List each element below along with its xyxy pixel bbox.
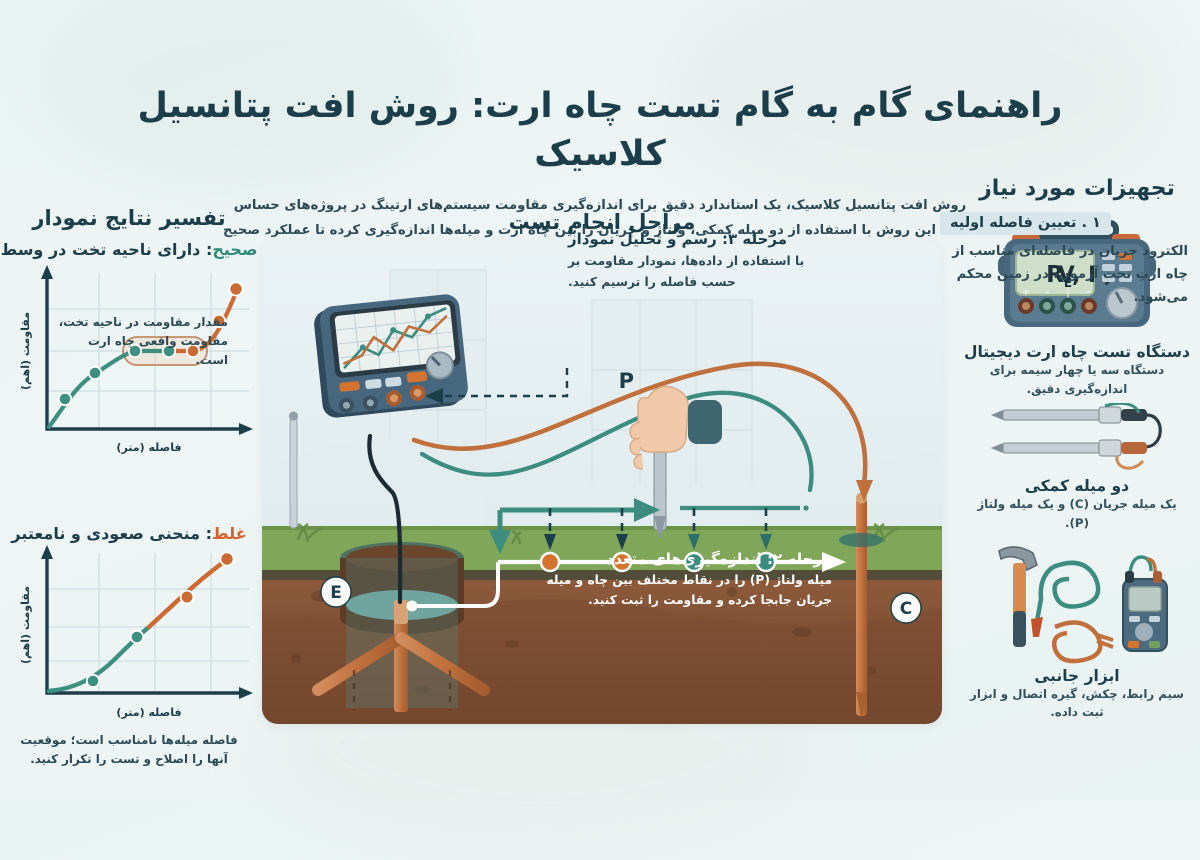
page-title: راهنمای گام به گام تست چاه ارت: روش افت …	[137, 86, 1063, 175]
header: راهنمای گام به گام تست چاه ارت: روش افت …	[0, 82, 1200, 270]
step-2-callout: مرحله ۲: اندازه‌گیری‌های متعدد میله ولتا…	[532, 550, 833, 611]
equipment-item-name: ابزار جانبی	[1034, 666, 1120, 685]
marker-E: E	[330, 583, 342, 603]
background-blob	[40, 0, 460, 190]
page-subtitle: روش افت پتانسیل کلاسیک، یک استاندارد دقی…	[222, 197, 977, 264]
correct-keyword: صحیح	[212, 240, 258, 259]
background-blob	[660, 0, 1180, 220]
wrong-rest: : منحنی صعودی و نامعتبر	[11, 523, 213, 543]
wrong-chart-caption: فاصله میله‌ها نامناسب است؛ موقعیت آنها ر…	[20, 732, 238, 766]
equipment-item-desc: سیم رابط، چکش، گیره اتصال و ابزار ثبت دا…	[970, 686, 1184, 720]
svg-text:–: –	[1045, 287, 1050, 298]
procedure-title: مراحل انجام تست	[508, 210, 696, 234]
equipment-item-rods: دو میله کمکی یک میله جریان (C) و یک میله…	[954, 402, 1200, 533]
svg-text:|: |	[1066, 287, 1070, 298]
equipment-item-name: دو میله کمکی	[1024, 476, 1130, 495]
wrong-curve-chart: فاصله (متر) مقاومت (اهم)	[19, 544, 253, 719]
equipment-item-desc: دستگاه سه یا چهار سیمه برای اندازه‌گیری …	[989, 363, 1165, 396]
correct-curve-chart: فاصله (متر) مقاومت (اهم)	[19, 265, 253, 454]
test-scene-illustration: E C	[262, 240, 942, 724]
step-1-title: ۱ . تعیین فاصله اولیه	[940, 212, 1111, 235]
step-3-title: مرحله ۳: رسم و تحلیل نمودار	[568, 230, 788, 248]
equipment-item-accessories: ابزار جانبی سیم رابط، چکش، گیره اتصال و …	[954, 537, 1200, 723]
measurement-arrows	[406, 498, 846, 612]
procedure-panel: مراحل انجام تست ۱ . تعیین فاصله اولیه ال…	[262, 210, 1188, 724]
correct-ylabel: مقاومت (اهم)	[19, 312, 32, 390]
svg-text:R: R	[1046, 262, 1064, 288]
wrong-xlabel: فاصله (متر)	[116, 706, 181, 719]
step-1-callout: ۱ . تعیین فاصله اولیه الکترود جریان در ف…	[940, 212, 1188, 309]
two-auxiliary-rods-icon	[991, 402, 1162, 470]
step-3-pointer-icon	[425, 368, 569, 404]
equipment-title: تجهیزات مورد نیاز	[979, 176, 1175, 201]
step-2-title: مرحله ۲: اندازه‌گیری‌های متعدد	[606, 550, 833, 568]
svg-text:⌁: ⌁	[1086, 287, 1092, 298]
equipment-item-name: دستگاه تست چاه ارت دیجیتال	[964, 343, 1190, 361]
correct-chart-annotation: مقدار مقاومت در ناحیه تخت، مقاومت واقعی …	[58, 315, 228, 367]
correct-xlabel: فاصله (متر)	[116, 441, 181, 454]
step-2-body: میله ولتاژ (P) را در نقاط مختلف بین چاه …	[546, 573, 833, 607]
hand-holding-probe: P	[619, 369, 722, 540]
field-tester-device	[314, 294, 468, 418]
accessory-tools-icon	[998, 545, 1168, 663]
svg-text:E: E	[1064, 276, 1072, 290]
correct-rest: : دارای ناحیه تخت در وسط	[0, 240, 213, 259]
step-3-body: با استفاده از داده‌ها، نمودار مقاومت بر …	[568, 254, 805, 290]
equipment-item-tester: R E , V, I +–|⌁	[954, 209, 1200, 399]
charts-title: تفسیر نتایج نمودار	[32, 206, 226, 230]
step-3-callout: مرحله ۳: رسم و تحلیل نمودار با استفاده ا…	[568, 230, 822, 293]
wrong-chart-heading: غلط: منحنی صعودی و نامعتبر	[0, 524, 258, 543]
equipment-sidebar: تجهیزات مورد نیاز R E , V, I	[954, 176, 1200, 722]
marker-P: P	[619, 369, 634, 393]
wrong-ylabel: مقاومت (اهم)	[19, 586, 32, 664]
infographic-page: راهنمای گام به گام تست چاه ارت: روش افت …	[0, 0, 1200, 768]
step-1-body: الکترود جریان در فاصله‌ای مناسب از چاه ا…	[952, 244, 1188, 306]
marker-C: C	[900, 599, 912, 619]
svg-text:+: +	[1022, 287, 1030, 298]
earth-tester-device-icon: R E , V, I +–|⌁	[998, 220, 1156, 327]
chart-interpretation-panel: تفسیر نتایج نمودار صحیح: دارای ناحیه تخت…	[0, 206, 258, 768]
equipment-item-desc: یک میله جریان (C) و یک میله ولتاژ (P).	[977, 496, 1177, 530]
correct-chart-heading: صحیح: دارای ناحیه تخت در وسط	[0, 240, 258, 259]
scene-svg: E C	[262, 240, 942, 724]
wrong-keyword: غلط	[212, 523, 247, 543]
